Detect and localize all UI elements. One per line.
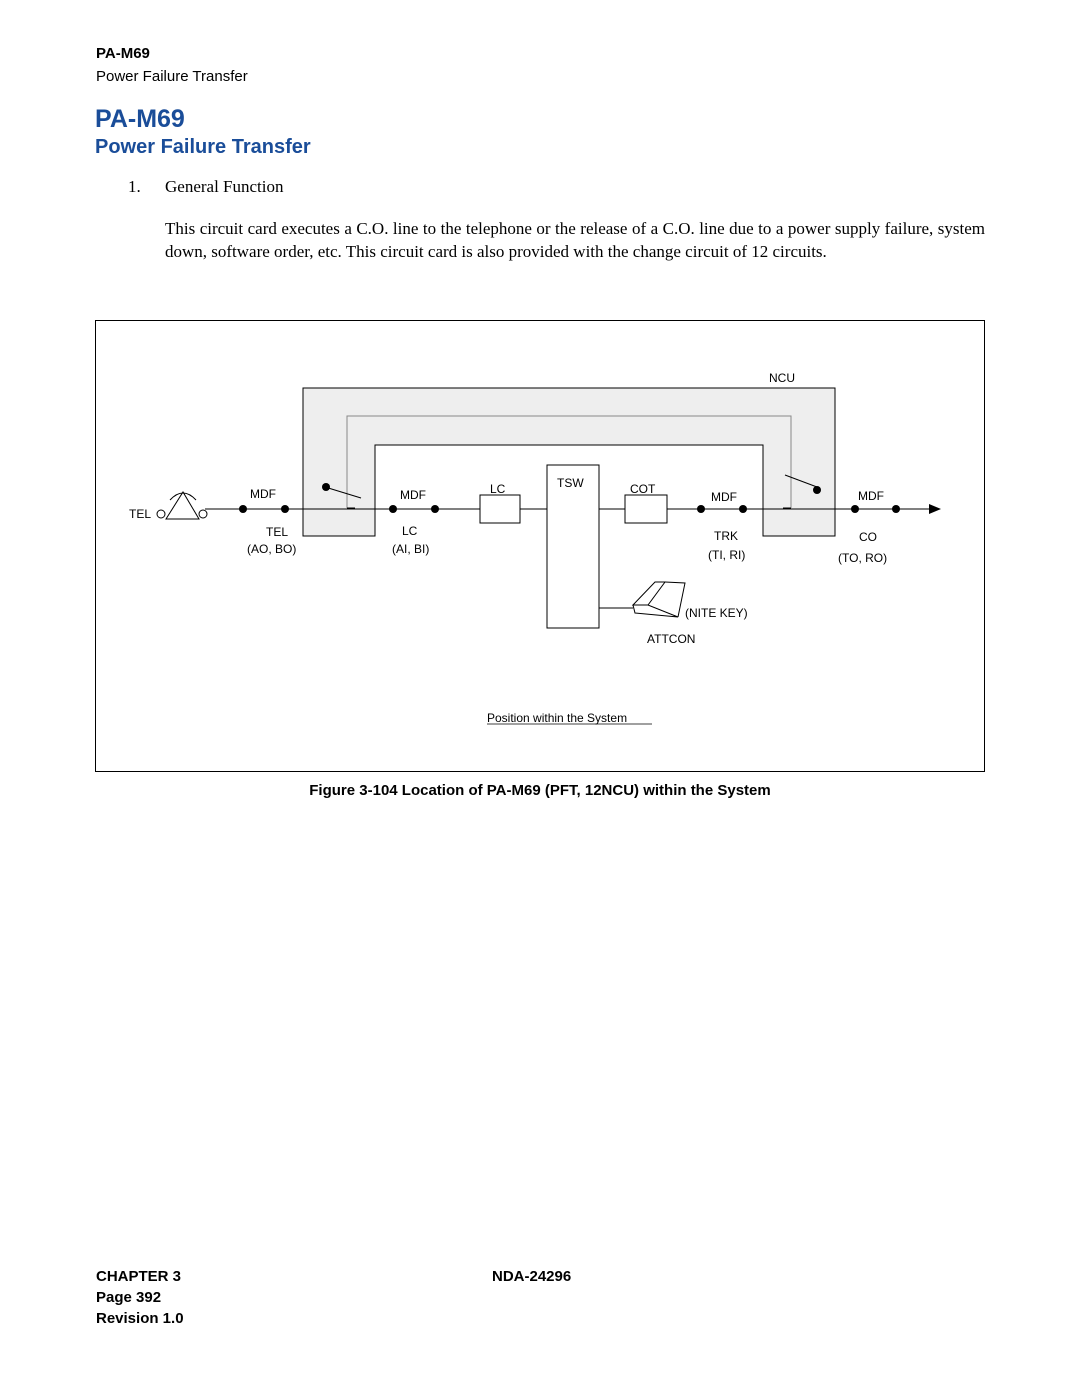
page-subtitle: Power Failure Transfer bbox=[95, 136, 311, 158]
footer-chapter: CHAPTER 3 bbox=[96, 1268, 182, 1285]
lc-pins-label: (AI, BI) bbox=[392, 542, 429, 556]
section-title: General Function bbox=[165, 177, 284, 196]
mdf-lc-dot-2 bbox=[431, 505, 439, 513]
running-header-code: PA-M69 bbox=[96, 45, 150, 62]
body-paragraph: This circuit card executes a C.O. line t… bbox=[165, 219, 985, 261]
mdf-trk-label: MDF bbox=[711, 490, 737, 504]
ncu-label: NCU bbox=[769, 371, 795, 385]
telephone-icon bbox=[165, 491, 200, 520]
mdf-lc-label: MDF bbox=[400, 488, 426, 502]
tel-sub-label: TEL bbox=[266, 525, 288, 539]
cot-label: COT bbox=[630, 482, 656, 496]
tsw-label: TSW bbox=[557, 476, 584, 490]
co-arrow-icon bbox=[929, 504, 941, 514]
mdf-trk-dot-2 bbox=[739, 505, 747, 513]
tsw-box bbox=[546, 464, 600, 629]
mdf-lc-dot-1 bbox=[389, 505, 397, 513]
tel-jack-right bbox=[198, 509, 208, 519]
attcon-body bbox=[664, 581, 686, 618]
mdf-co-label: MDF bbox=[858, 489, 884, 503]
mdf-tel-dot-2 bbox=[281, 505, 289, 513]
footer-page: Page 392 bbox=[96, 1289, 162, 1306]
mdf-trk-dot-1 bbox=[697, 505, 705, 513]
system-diagram: NCU TEL MDF MDF LC TSW COT MDF MDF TEL (… bbox=[95, 320, 985, 772]
position-label: Position within the System bbox=[487, 711, 627, 725]
mdf-co-dot-1 bbox=[851, 505, 859, 513]
figure-caption: Figure 3-104 Location of PA-M69 (PFT, 12… bbox=[309, 782, 771, 799]
nite-key-label: (NITE KEY) bbox=[685, 606, 748, 620]
co-pins-label: (TO, RO) bbox=[838, 551, 887, 565]
lc-sub-label: LC bbox=[402, 524, 418, 538]
tel-label: TEL bbox=[129, 507, 151, 521]
trk-sub-label: TRK bbox=[714, 529, 738, 543]
trk-pins-label: (TI, RI) bbox=[708, 548, 745, 562]
lc-box bbox=[479, 494, 521, 524]
mdf-tel-label: MDF bbox=[250, 487, 276, 501]
footer-doc-number: NDA-24296 bbox=[492, 1268, 572, 1285]
ncu-package bbox=[302, 387, 836, 537]
attcon-label: ATTCON bbox=[647, 632, 695, 646]
cot-box bbox=[624, 494, 668, 524]
running-header-title: Power Failure Transfer bbox=[96, 68, 248, 85]
mdf-tel-dot-1 bbox=[239, 505, 247, 513]
lc-box-label: LC bbox=[490, 482, 506, 496]
relay-right-dot bbox=[813, 486, 821, 494]
ncu-bypass-line bbox=[346, 415, 792, 508]
relay-contact-left bbox=[324, 486, 362, 499]
mdf-co-dot-2 bbox=[892, 505, 900, 513]
page-title: PA-M69 bbox=[95, 105, 185, 133]
footer-revision: Revision 1.0 bbox=[96, 1310, 184, 1327]
section-number: 1. bbox=[128, 177, 141, 196]
relay-contact-right bbox=[784, 474, 818, 488]
co-sub-label: CO bbox=[859, 530, 877, 544]
tel-jack-left bbox=[156, 509, 166, 519]
tel-pins-label: (AO, BO) bbox=[247, 542, 296, 556]
relay-left-dot bbox=[322, 483, 330, 491]
telephone-handset-icon bbox=[169, 492, 197, 501]
